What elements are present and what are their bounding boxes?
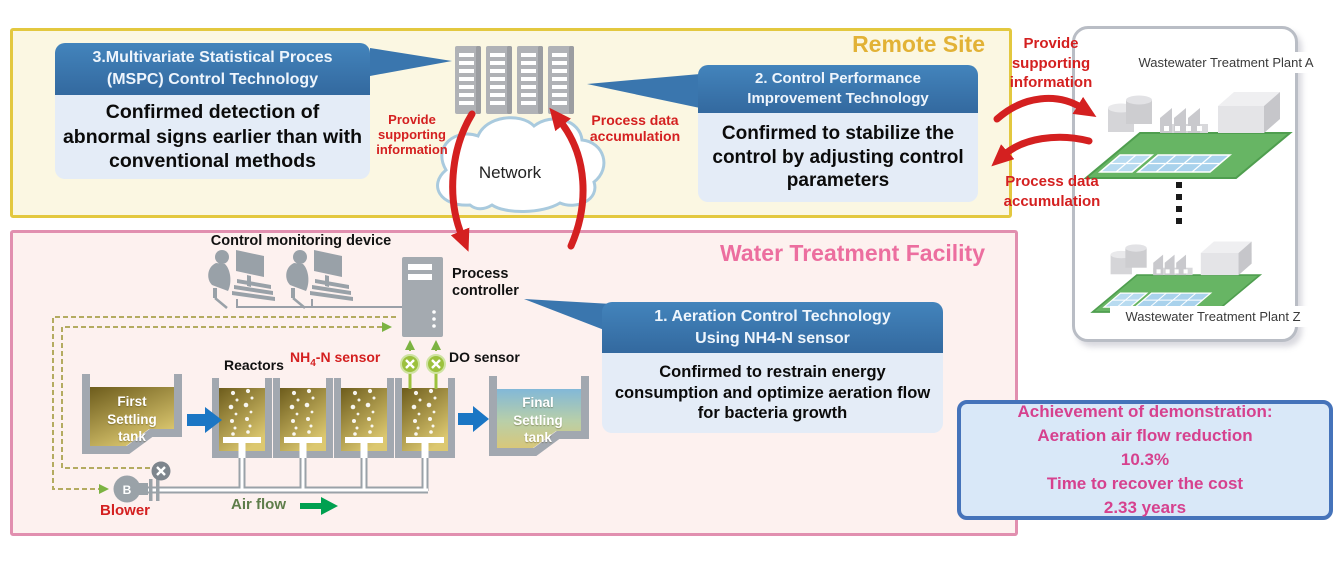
- reactors-label: Reactors: [224, 357, 284, 373]
- reactor-tanks: [212, 378, 455, 458]
- valve-icon: [149, 461, 171, 501]
- svg-text:B: B: [123, 483, 132, 497]
- process-data-note-center: Process data accumulation: [589, 112, 681, 145]
- flow-arrows: [187, 406, 489, 433]
- mspc-callout-body: Confirmed detection of abnormal signs ea…: [55, 95, 370, 179]
- red-data-arrows: [449, 94, 1097, 252]
- achievement-box: Achievement of demonstration: Aeration a…: [957, 400, 1333, 520]
- remote-site-title: Remote Site: [852, 31, 985, 57]
- control-performance-callout: 2. Control Performance Improvement Techn…: [698, 65, 978, 202]
- final-settling-tank: [489, 376, 589, 456]
- aeration-control-callout: 1. Aeration Control Technology Using NH4…: [602, 302, 943, 433]
- first-settling-tank: [82, 374, 182, 454]
- achievement-text: Achievement of demonstration: Aeration a…: [1017, 401, 1273, 518]
- provide-info-note-center: Provide supporting information: [376, 112, 448, 157]
- air-flow-label: Air flow: [231, 496, 286, 513]
- wastewater-plants-panel: [1072, 26, 1298, 342]
- network-cloud-icon: [436, 116, 606, 213]
- mspc-callout-header: 3.Multivariate Statistical Proces (MSPC)…: [55, 43, 370, 95]
- do-sensor-label: DO sensor: [449, 349, 520, 365]
- process-data-note-right: Process data accumulation: [1003, 173, 1101, 210]
- plant-a-label: Wastewater Treatment Plant A: [1122, 52, 1330, 73]
- server-rack-icons: [455, 46, 574, 114]
- ellipsis-dots: [1176, 182, 1182, 224]
- mspc-technology-callout: 3.Multivariate Statistical Proces (MSPC)…: [55, 43, 370, 179]
- first-settling-tank-label: First Settling tank: [107, 394, 157, 445]
- wastewater-plant-z-icon: [1091, 240, 1261, 313]
- control-loop-dashed-lines: [52, 316, 396, 494]
- air-flow-arrow: [300, 497, 338, 515]
- operator-icons: [206, 248, 420, 310]
- control-performance-body: Confirmed to stabilize the control by ad…: [698, 113, 978, 202]
- nh4-pre: NH: [290, 349, 311, 365]
- process-controller-label: Process controller: [452, 266, 519, 300]
- network-label: Network: [478, 163, 542, 182]
- nh4-sub: 4: [310, 357, 316, 369]
- nh4-post: -N sensor: [315, 349, 381, 365]
- blower-icon: B: [113, 475, 148, 503]
- callout-tails: [370, 48, 700, 333]
- nh4-sensor-icon: [400, 340, 420, 389]
- process-controller-icon: [402, 257, 443, 337]
- control-performance-header: 2. Control Performance Improvement Techn…: [698, 65, 978, 113]
- aeration-control-header: 1. Aeration Control Technology Using NH4…: [602, 302, 943, 353]
- nh4-sensor-label: NH4-N sensor: [290, 349, 380, 369]
- provide-info-note-right: Provide supporting information: [1009, 35, 1093, 91]
- air-pipes: [141, 457, 429, 494]
- wastewater-plant-a-icon: [1085, 91, 1291, 179]
- facility-title: Water Treatment Facility: [719, 240, 985, 266]
- aeration-control-body: Confirmed to restrain energy consumption…: [602, 353, 943, 433]
- final-settling-tank-label: Final Settling tank: [513, 395, 563, 446]
- plant-z-label: Wastewater Treatment Plant Z: [1110, 306, 1316, 327]
- do-sensor-icon: [426, 340, 446, 389]
- blower-label: Blower: [100, 502, 151, 519]
- control-monitoring-device-label: Control monitoring device: [210, 233, 392, 249]
